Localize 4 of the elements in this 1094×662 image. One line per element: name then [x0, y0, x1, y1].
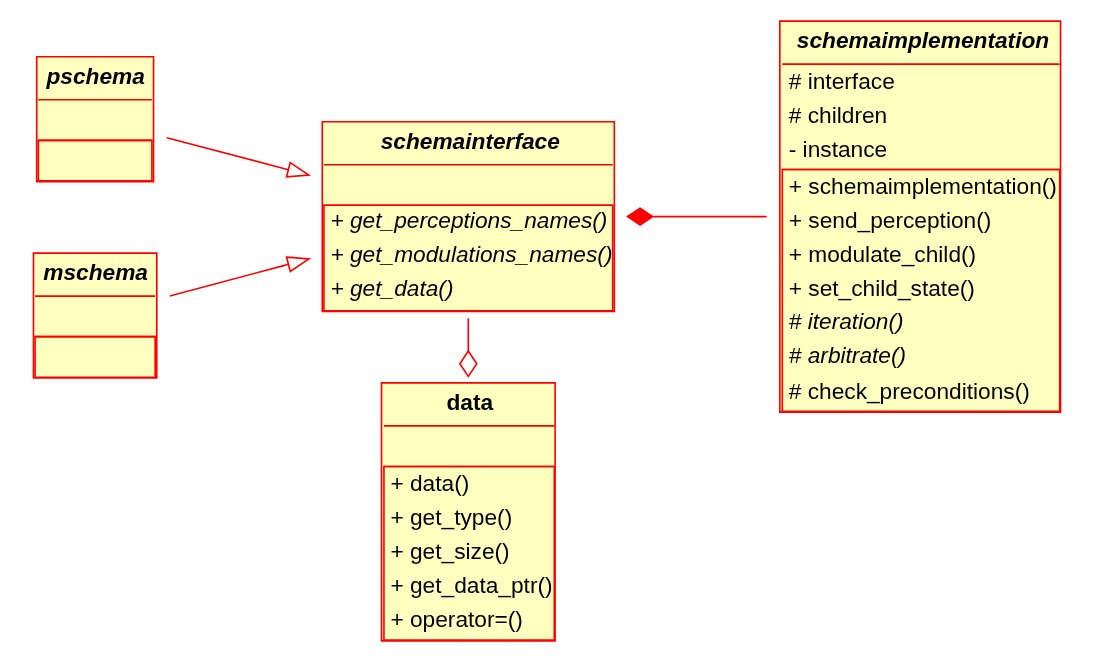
connector: [458, 317, 478, 378]
arrow: [165, 136, 312, 178]
connector: [626, 207, 768, 227]
arrow: [169, 256, 312, 297]
